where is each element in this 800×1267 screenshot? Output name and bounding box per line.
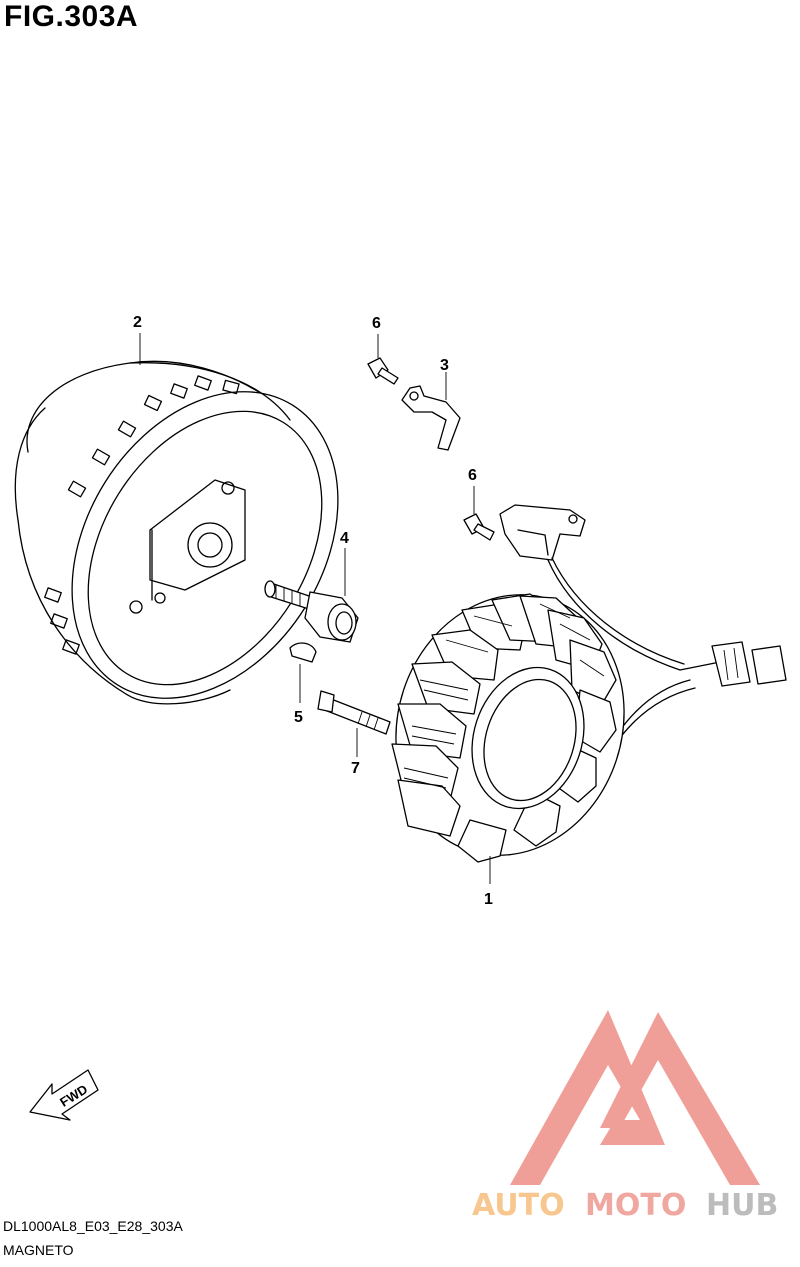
callout-1: 1: [484, 891, 493, 908]
figure-title: FIG.303A: [4, 0, 139, 33]
callout-6-upper: 6: [372, 315, 381, 332]
watermark-text-moto: MOTO: [585, 1188, 686, 1223]
callout-2: 2: [133, 314, 142, 331]
part-2-rotor: [14, 333, 339, 705]
part-3-bracket: [401, 372, 461, 451]
watermark-logo: AUTO MOTO HUB: [472, 1010, 778, 1223]
part-5-key: [289, 642, 317, 703]
callout-6-lower: 6: [468, 467, 477, 484]
footer-section-name: MAGNETO: [3, 1242, 74, 1258]
watermark-text-hub: HUB: [706, 1188, 778, 1223]
callout-7: 7: [351, 760, 360, 777]
part-6-screw-lower: [463, 486, 495, 541]
watermark-text-auto: AUTO: [472, 1188, 565, 1223]
part-4-rotor-bolt: [264, 548, 359, 643]
callout-5: 5: [294, 709, 303, 726]
part-6-screw-upper: [367, 334, 399, 385]
callout-3: 3: [440, 357, 449, 374]
part-7-stator-bolt: [317, 690, 391, 757]
callout-4: 4: [340, 530, 349, 547]
part-1-stator: [391, 504, 787, 884]
fwd-arrow-icon: FWD: [29, 1069, 99, 1121]
footer-model-code: DL1000AL8_E03_E28_303A: [3, 1218, 183, 1234]
